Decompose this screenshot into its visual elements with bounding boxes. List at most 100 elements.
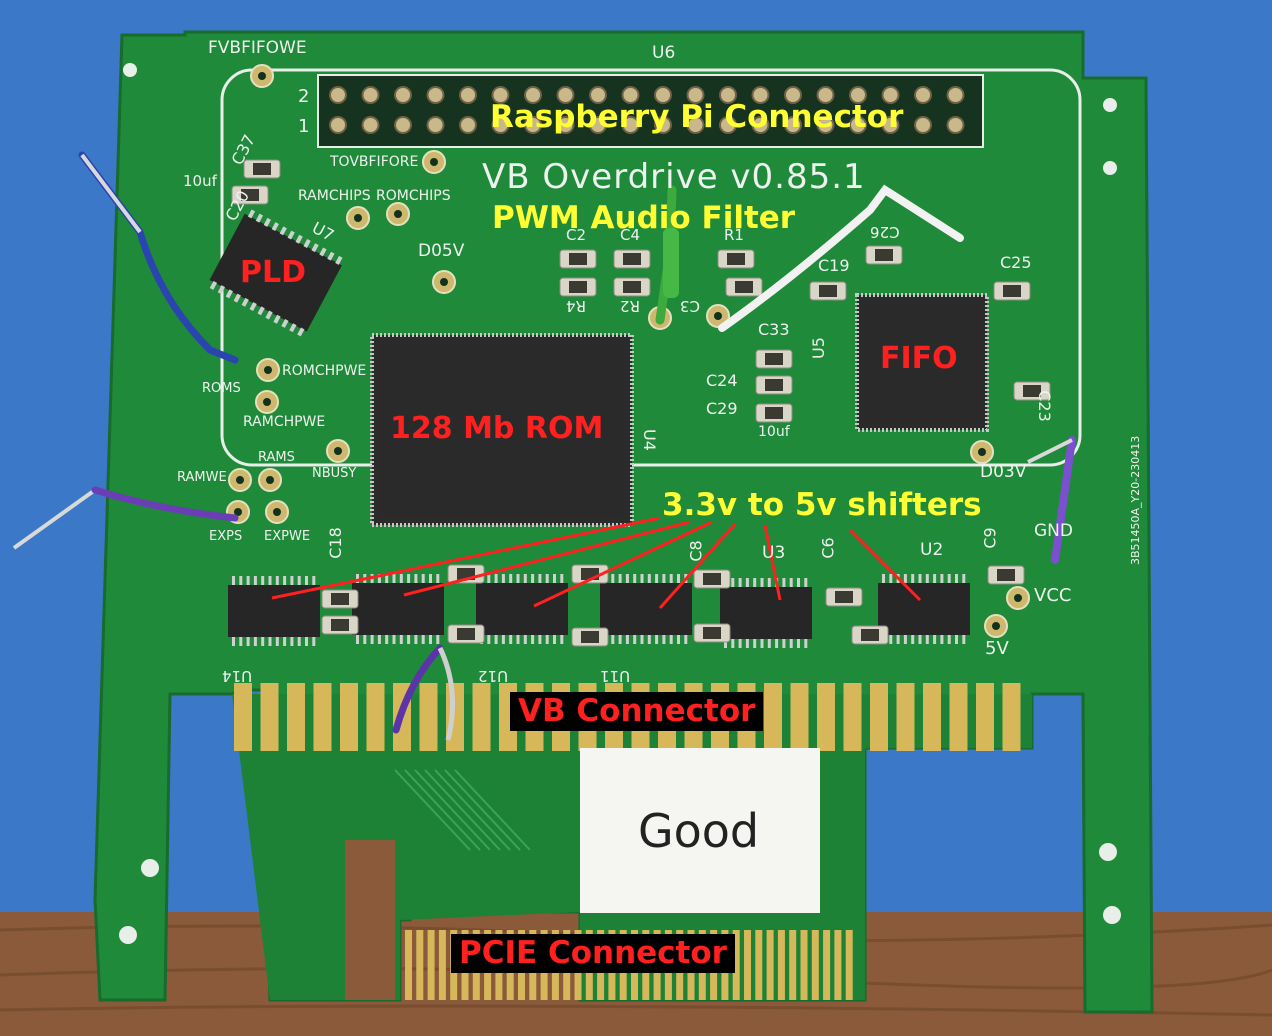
chip-pin: [618, 574, 622, 583]
chip-pin: [516, 635, 520, 644]
silk-vcc: VCC: [1034, 585, 1072, 606]
test-pad-hole: [258, 72, 266, 80]
vb-finger: [234, 683, 252, 751]
silk-expwe: EXPWE: [264, 529, 311, 544]
chip-pin: [501, 574, 505, 583]
header-pin: [686, 116, 705, 134]
chip-pin: [911, 574, 915, 583]
test-pad-hole: [236, 476, 244, 484]
pld-pin: [335, 255, 343, 265]
chip-pin: [283, 576, 287, 585]
chip-pin: [246, 637, 250, 646]
pld-pin: [265, 310, 273, 320]
chip-pin: [767, 578, 771, 587]
vb-finger: [817, 683, 835, 751]
chip-pin: [804, 639, 808, 648]
vb-edge-fingers: [234, 683, 1021, 751]
chip-pin: [312, 637, 316, 646]
header-pin: [459, 116, 477, 134]
smd-body: [765, 353, 783, 365]
chip-pin: [782, 578, 786, 587]
good-sticker: [580, 748, 820, 913]
chip-pin: [545, 574, 549, 583]
smd-body: [241, 189, 259, 201]
test-pad-hole: [264, 366, 272, 374]
mount-hole: [1099, 843, 1117, 861]
chip-pin: [925, 635, 929, 644]
vb-finger: [340, 683, 358, 751]
chip-pin: [918, 635, 922, 644]
chip-pin: [356, 574, 359, 583]
chip-pin: [399, 574, 403, 583]
smd-body: [1023, 385, 1041, 397]
vb-finger: [260, 683, 279, 751]
header-pin: [361, 86, 380, 104]
pld-pin: [233, 293, 241, 303]
pcie-finger: [427, 930, 435, 1000]
header-pin: [459, 86, 477, 104]
pld-pin: [281, 318, 289, 328]
silk-c8: C8: [686, 540, 706, 562]
pld-pin: [295, 234, 303, 244]
pcie-finger: [845, 930, 853, 1000]
vb-finger: [313, 683, 332, 751]
silk-romchpwe: ROMCHPWE: [282, 363, 367, 379]
test-pad-hole: [234, 508, 242, 516]
chip-pin: [640, 635, 644, 644]
pld-pin: [247, 209, 256, 219]
test-pad-hole: [394, 210, 402, 218]
chip-pin: [955, 574, 958, 583]
vb-finger: [790, 683, 809, 751]
silk-u12: U12: [478, 667, 509, 685]
header-pin: [524, 86, 542, 104]
chip-pin: [509, 635, 513, 644]
chip-pin: [501, 635, 505, 644]
header-pin: [426, 86, 445, 104]
label-128mb-rom: 128 Mb ROM: [390, 411, 604, 446]
chip-pin: [611, 574, 615, 583]
chip-pin: [392, 574, 396, 583]
chip-pin: [392, 635, 396, 644]
purple-wire-left: [91, 486, 239, 522]
chip-pin: [947, 574, 951, 583]
smd-body: [623, 253, 641, 265]
chip-pin: [625, 635, 629, 644]
purple-wire-right-lead: [1027, 438, 1073, 464]
chip-pin: [618, 635, 622, 644]
silk-romchips: ROMCHIPS: [376, 188, 451, 204]
chip-pin: [297, 637, 301, 646]
pcie-finger: [789, 930, 797, 1000]
smd-body: [703, 627, 721, 639]
mount-hole: [1103, 98, 1117, 112]
chip-pin: [253, 576, 257, 585]
header-pin: [654, 86, 672, 104]
pld-chip: [209, 209, 343, 337]
chip-pin: [889, 635, 893, 644]
chip-pin: [377, 574, 381, 583]
chip-pin: [745, 639, 749, 648]
chip-pin: [407, 574, 411, 583]
vb-finger: [843, 683, 862, 751]
test-pad-hole: [354, 214, 362, 222]
mount-hole: [1103, 906, 1121, 924]
chip-pin: [275, 637, 279, 646]
chip-pin: [538, 574, 542, 583]
label-shifters: 3.3v to 5v shifters: [662, 487, 982, 523]
chip-pin: [940, 635, 944, 644]
shifter-chip: [228, 585, 320, 637]
silk-10uf-b: 10uf: [758, 424, 790, 440]
vb-finger: [287, 683, 305, 751]
smd-body: [623, 281, 641, 293]
mount-hole: [141, 859, 159, 877]
test-pad-hole: [440, 278, 448, 286]
chip-pin: [745, 578, 749, 587]
silk-exps: EXPS: [209, 529, 243, 544]
chip-pin: [767, 639, 771, 648]
header-pin: [719, 116, 737, 134]
chip-pin: [640, 574, 644, 583]
silk-c24: C24: [706, 371, 738, 390]
test-pad-hole: [714, 312, 722, 320]
silk-nbusy: NBUSY: [312, 466, 357, 481]
